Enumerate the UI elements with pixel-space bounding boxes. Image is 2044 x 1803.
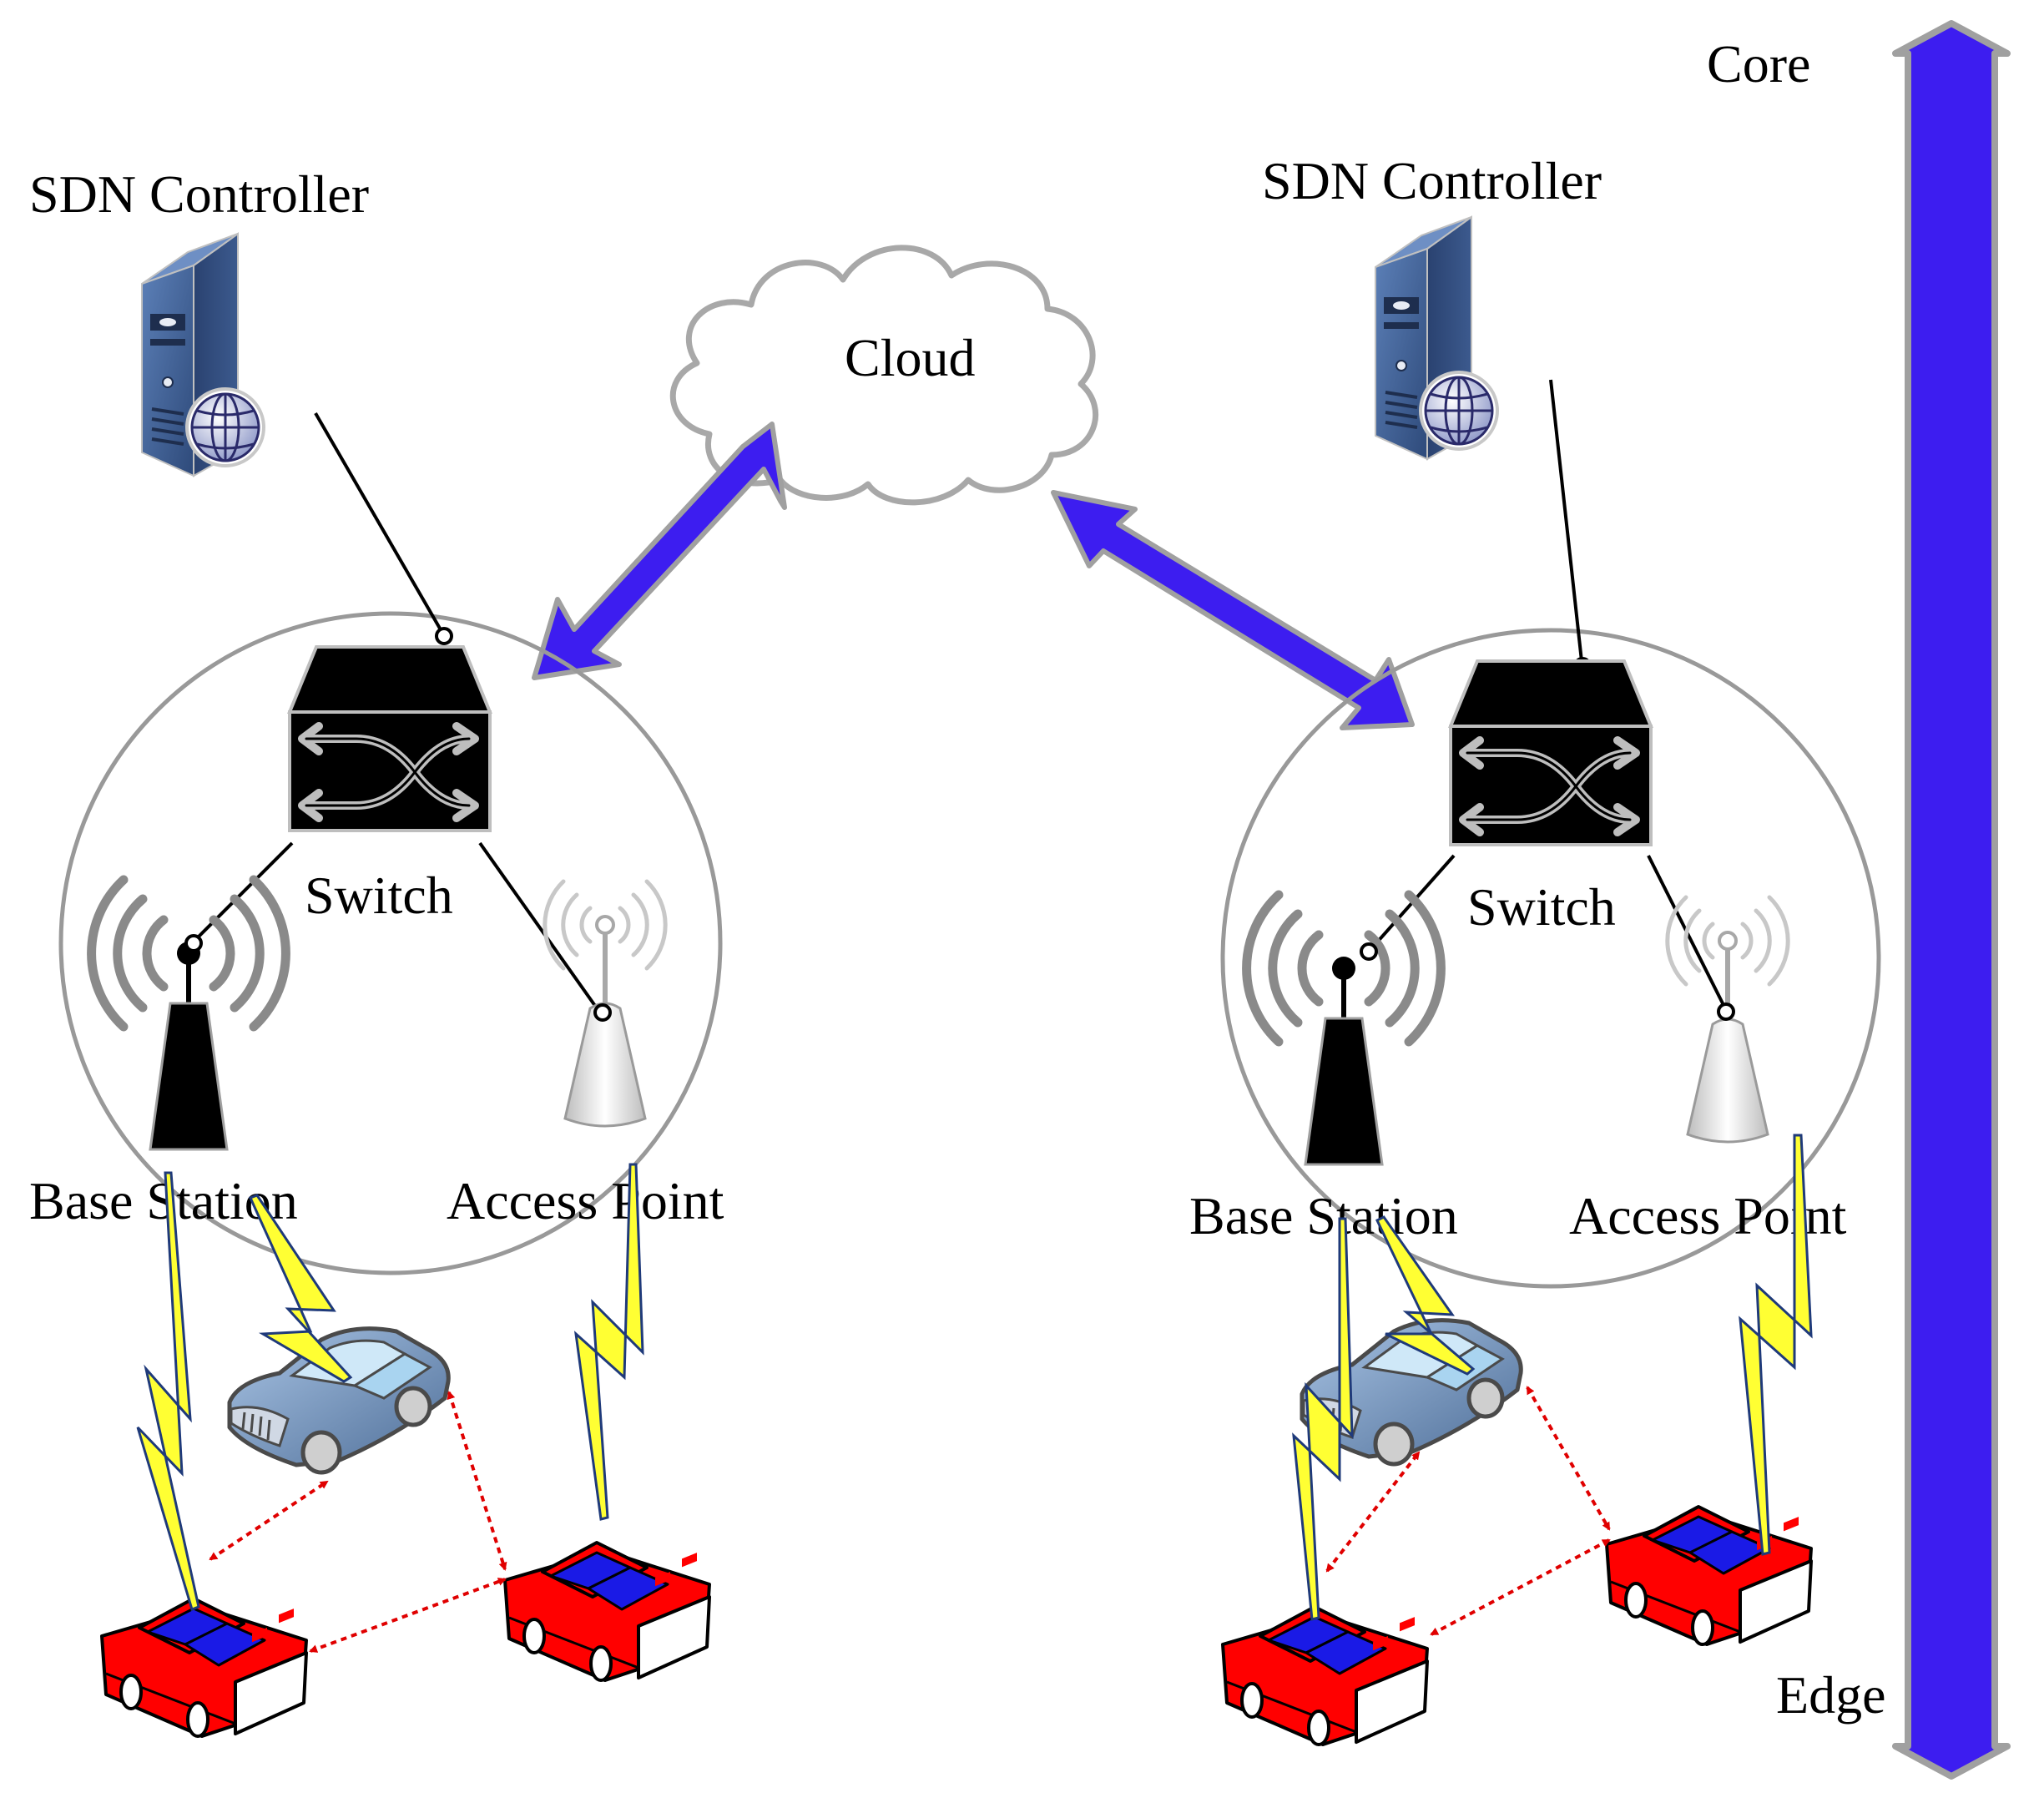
right-red-car-2-icon: [1605, 1505, 1813, 1646]
v2v-links: [209, 1386, 1611, 1653]
v2v-left-gray-car2: [447, 1391, 507, 1571]
left-controller-switch-link: [314, 412, 444, 634]
right-sdn-controller-server-icon: [1374, 215, 1499, 461]
left-base-station-tower-icon: [92, 880, 286, 1149]
v2v-left-car1-car2: [309, 1578, 507, 1653]
edge-label: Edge: [1776, 1665, 1886, 1725]
cloud-icon: [669, 245, 1098, 506]
left-switch-label: Switch: [305, 866, 453, 925]
v2v-right-car1-car2: [1430, 1538, 1611, 1636]
lightning-left-ap-car2: [573, 1163, 644, 1521]
lightning-left-bs-car1: [136, 1171, 200, 1611]
lightning-right-bs-gray: [1375, 1215, 1476, 1376]
core-edge-arrow: [1892, 20, 2011, 1780]
right-switch-icon: [1451, 661, 1651, 845]
right-switch-label: Switch: [1467, 877, 1616, 937]
left-sdn-controller-label: SDN Controller: [29, 164, 369, 224]
lightning-right-ap-car2: [1739, 1134, 1813, 1556]
right-sdn-controller-label: SDN Controller: [1262, 151, 1602, 210]
right-domain: SDN Controller Switch Base Station Acces…: [1189, 151, 1881, 1289]
lightning-left-bs-gray: [248, 1194, 353, 1383]
left-gray-car-icon: [230, 1329, 448, 1472]
cloud-left-domain-arrow: [532, 422, 787, 680]
v2v-left-car1-gray: [209, 1480, 329, 1561]
left-domain-circle: [58, 611, 723, 1275]
left-access-point-label: Access Point: [447, 1171, 724, 1230]
right-red-car-1-icon: [1221, 1605, 1429, 1746]
right-controller-switch-link: [1549, 379, 1583, 662]
right-base-station-tower-icon: [1247, 895, 1441, 1164]
left-domain: SDN Controller Switch Base Station Acces…: [29, 164, 724, 1275]
left-red-car-1-icon: [100, 1597, 308, 1738]
wireless-links: [136, 1134, 1813, 1621]
left-sdn-controller-server-icon: [140, 232, 265, 477]
left-red-car-2-icon: [503, 1541, 711, 1682]
core-label: Core: [1707, 34, 1810, 93]
cloud-right-domain-arrow: [1051, 490, 1415, 730]
v2v-right-car1-gray: [1325, 1451, 1421, 1573]
cloud-label: Cloud: [845, 328, 975, 387]
left-switch-icon: [290, 647, 490, 831]
v2v-right-gray-car2: [1526, 1386, 1611, 1531]
right-base-station-label: Base Station: [1189, 1186, 1458, 1245]
lightning-right-bs-car1: [1292, 1217, 1354, 1621]
right-domain-circle: [1220, 628, 1881, 1289]
